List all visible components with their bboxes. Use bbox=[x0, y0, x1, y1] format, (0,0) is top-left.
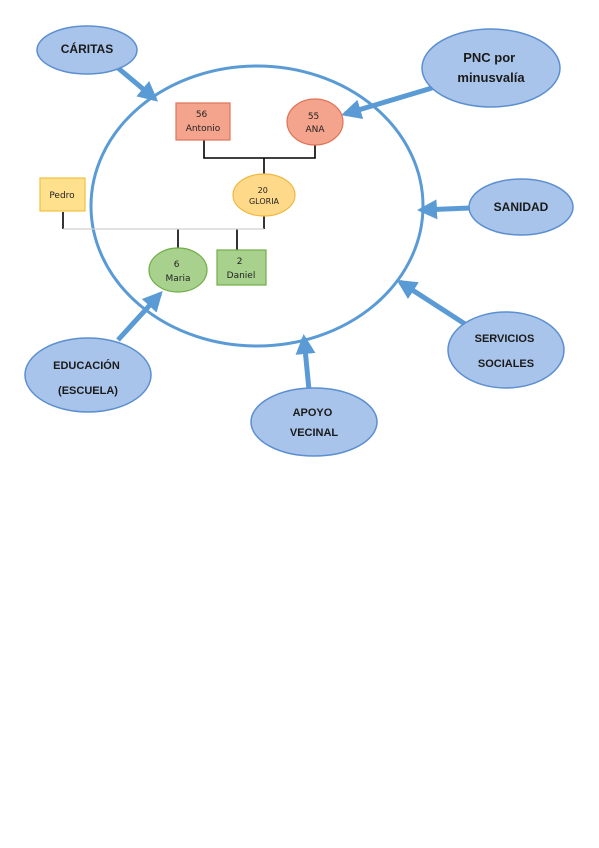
member-daniel-label: 2 Daniel bbox=[227, 257, 256, 281]
member-maria: 6 Maria bbox=[148, 247, 208, 293]
system-pnc-label: PNC por minusvalía bbox=[457, 50, 525, 85]
system-caritas-shape bbox=[36, 25, 138, 75]
system-servicios-sociales: SERVICIOS SOCIALES bbox=[447, 311, 565, 389]
system-sanidad: SANIDAD bbox=[468, 178, 574, 236]
member-gloria-label: 20 GLORIA bbox=[249, 186, 280, 206]
member-ana-shape bbox=[286, 98, 344, 146]
system-sanidad-shape bbox=[468, 178, 574, 236]
arrow-educacion bbox=[116, 291, 163, 342]
system-educacion: EDUCACIÓN (ESCUELA) bbox=[24, 337, 152, 413]
member-antonio-label: 56 Antonio bbox=[186, 110, 221, 134]
member-ana: 55 ANA bbox=[286, 98, 344, 146]
system-caritas-label: CÁRITAS bbox=[61, 41, 113, 56]
arrow-pnc bbox=[341, 85, 433, 119]
system-servicios-sociales-shape bbox=[447, 311, 565, 389]
system-educacion-label: EDUCACIÓN (ESCUELA) bbox=[53, 359, 123, 397]
member-pedro-shape bbox=[39, 177, 86, 212]
member-daniel: 2 Daniel bbox=[216, 249, 267, 286]
member-antonio-shape bbox=[175, 102, 231, 141]
member-maria-shape bbox=[148, 247, 208, 293]
member-maria-label: 6 Maria bbox=[166, 260, 191, 284]
member-pedro: Pedro bbox=[39, 177, 86, 212]
arrow-servicios-sociales bbox=[396, 279, 467, 327]
system-apoyo-vecinal-label: APOYO VECINAL bbox=[290, 407, 339, 439]
genogram-lines bbox=[62, 140, 316, 250]
system-pnc: PNC por minusvalía bbox=[421, 28, 561, 108]
system-sanidad-label: SANIDAD bbox=[494, 200, 549, 214]
member-daniel-shape bbox=[216, 249, 267, 286]
system-caritas: CÁRITAS bbox=[36, 25, 138, 75]
arrows bbox=[116, 66, 471, 391]
system-apoyo-vecinal: APOYO VECINAL bbox=[250, 387, 378, 457]
marriage-line bbox=[203, 140, 316, 159]
system-pnc-shape bbox=[421, 28, 561, 108]
system-apoyo-vecinal-shape bbox=[250, 387, 378, 457]
system-servicios-sociales-label: SERVICIOS SOCIALES bbox=[475, 333, 538, 370]
member-pedro-label: Pedro bbox=[49, 191, 75, 201]
arrow-apoyo-vecinal bbox=[295, 334, 316, 391]
arrow-sanidad bbox=[417, 199, 471, 220]
member-gloria: 20 GLORIA bbox=[232, 173, 296, 217]
system-educacion-shape bbox=[24, 337, 152, 413]
external-systems: CÁRITAS PNC por minusvalía SANIDAD SERVI… bbox=[24, 25, 574, 457]
member-gloria-shape bbox=[232, 173, 296, 217]
member-ana-label: 55 ANA bbox=[305, 112, 325, 135]
family-members: 56 Antonio 55 ANA 20 GLORIA Pedro bbox=[39, 98, 344, 293]
arrow-caritas bbox=[116, 66, 159, 102]
member-antonio: 56 Antonio bbox=[175, 102, 231, 141]
